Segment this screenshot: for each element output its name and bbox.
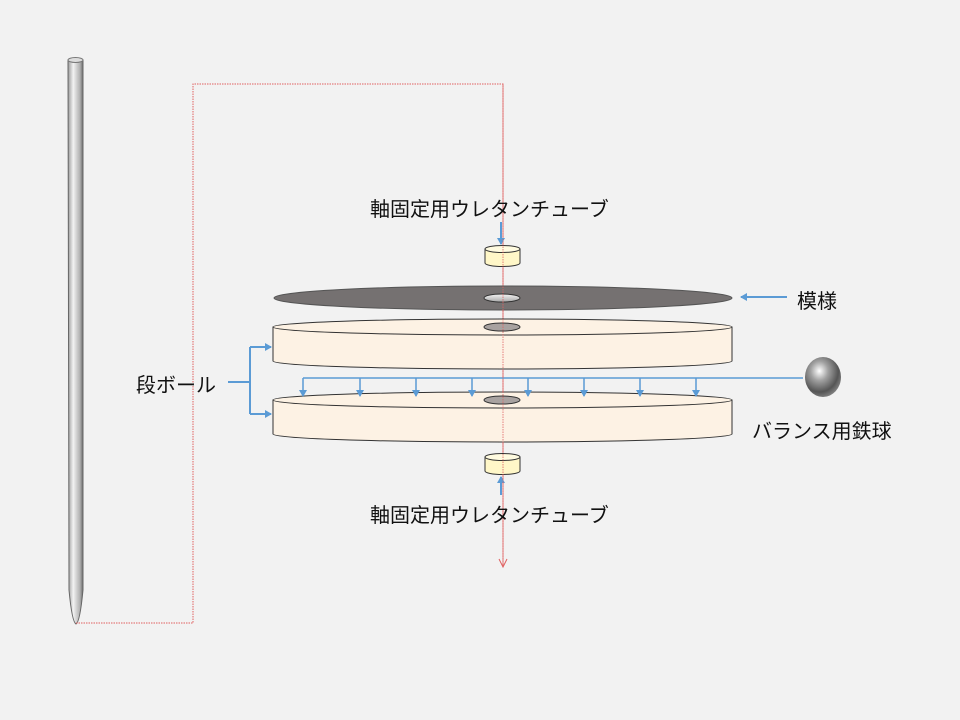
cardboard-label: 段ボール	[136, 373, 216, 397]
cardboard-disk-lower	[272, 391, 733, 443]
balance-ball-label: バランス用鉄球	[752, 419, 892, 443]
balance-distribution-arrows	[299, 377, 803, 397]
top-tube-label: 軸固定用ウレタンチューブ	[370, 197, 609, 221]
axis-guide-line	[76, 83, 504, 624]
pattern-label: 模様	[797, 289, 837, 313]
axis-arrow-head	[498, 558, 508, 569]
steel-ball	[805, 357, 841, 397]
bottom-tube-label: 軸固定用ウレタンチューブ	[370, 503, 609, 527]
cardboard-disk-upper	[272, 318, 733, 370]
cardboard-bracket	[228, 343, 272, 418]
top-urethane-tube	[484, 245, 521, 267]
shaft-rod	[67, 57, 84, 625]
